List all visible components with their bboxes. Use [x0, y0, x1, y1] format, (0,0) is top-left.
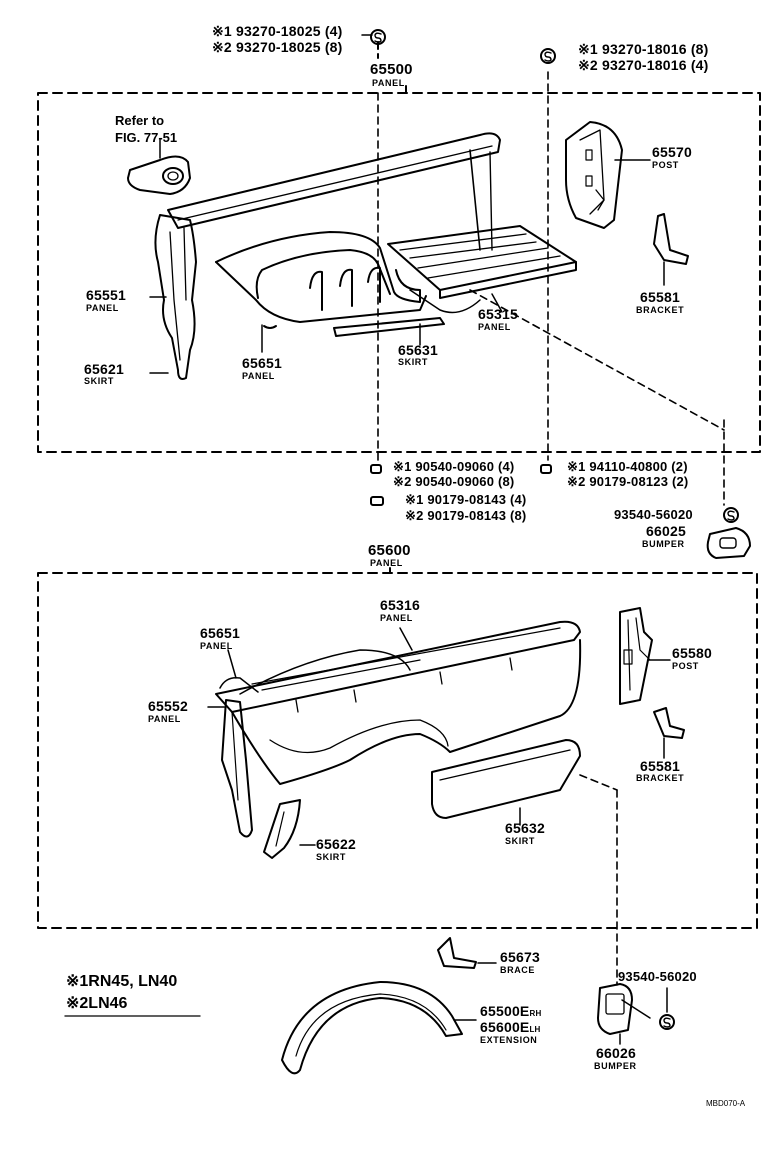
bumper-lower-code: 93540-56020 [618, 969, 697, 984]
part-65316-name: PANEL [380, 613, 413, 623]
extension-sub-2: LH [529, 1025, 541, 1034]
part-65632-number: 65632 [505, 820, 545, 836]
part-65552-number: 65552 [148, 698, 188, 714]
code-top-left-1: ※1 93270-18025 (4) [212, 23, 343, 39]
figure-code: MBD070-A [706, 1099, 746, 1108]
washer-symbols [370, 464, 552, 506]
part-65651-lower-name: PANEL [200, 641, 233, 651]
extension-number-2: 65600ELH [480, 1019, 541, 1035]
legend-line-2: ※2LN46 [66, 995, 128, 1012]
part-65631-shape [333, 317, 445, 346]
part-65581-upper-number: 65581 [640, 289, 680, 305]
lower-group-number: 65600 [368, 542, 411, 559]
code-top-right-1: ※1 93270-18016 (8) [578, 41, 709, 57]
part-65551-shape [149, 214, 197, 380]
part-65651-lower-shape [219, 649, 259, 693]
bumper-upper-code: 93540-56020 [614, 507, 693, 522]
part-65552-shape [207, 699, 253, 838]
part-65570-number: 65570 [652, 144, 692, 160]
part-65316-number: 65316 [380, 597, 420, 613]
part-65631-name: SKIRT [398, 357, 428, 367]
part-65551-name: PANEL [86, 303, 119, 313]
code-bottom-left-3: ※1 90179-08143 (4) [405, 492, 527, 507]
code-top-left-2: ※2 93270-18025 (8) [212, 39, 343, 55]
part-65315-shape [387, 225, 577, 314]
nut-symbol-top-left [370, 29, 386, 45]
part-65552-name: PANEL [148, 714, 181, 724]
part-65673-number: 65673 [500, 949, 540, 965]
part-65651-upper-name: PANEL [242, 371, 275, 381]
code-bottom-left-4: ※2 90179-08143 (8) [405, 508, 527, 523]
part-65580-shape [619, 607, 671, 705]
part-65651-upper-number: 65651 [242, 355, 282, 371]
part-65651-upper-shape [215, 231, 427, 353]
part-66026-name: BUMPER [594, 1061, 637, 1071]
upper-rail [167, 132, 501, 251]
part-65316-shape [215, 620, 582, 785]
part-65570-shape [565, 121, 651, 229]
lower-group-name: PANEL [370, 558, 403, 568]
part-65622-shape [263, 799, 316, 859]
part-65622-number: 65622 [316, 836, 356, 852]
part-65581-upper-name: BRACKET [636, 305, 685, 315]
upper-group-frame [37, 92, 761, 453]
part-65622-name: SKIRT [316, 852, 346, 862]
part-65580-name: POST [672, 661, 699, 671]
part-65581-upper-shape [653, 213, 689, 286]
ref-part [127, 139, 191, 195]
refer-fig-text: FIG. 77-51 [115, 130, 178, 145]
upper-group-number: 65500 [370, 61, 413, 78]
part-65581-lower-name: BRACKET [636, 773, 685, 783]
extension-name: EXTENSION [480, 1035, 538, 1045]
part-66026-number: 66026 [596, 1045, 636, 1061]
part-65673-shape [437, 937, 497, 969]
extension-number-1: 65500ERH [480, 1003, 542, 1019]
part-65621-number: 65621 [84, 361, 124, 377]
part-65580-number: 65580 [672, 645, 712, 661]
part-65621-name: SKIRT [84, 376, 114, 386]
legend-line-1: ※1RN45, LN40 [66, 973, 178, 990]
refer-to-text: Refer to [115, 113, 165, 128]
part-65315-number: 65315 [478, 306, 518, 322]
part-66025-shape [706, 507, 751, 559]
part-66025-number: 66025 [646, 523, 686, 539]
code-bottom-left-1: ※1 90540-09060 (4) [393, 459, 515, 474]
code-bottom-right-2: ※2 90179-08123 (2) [567, 474, 689, 489]
code-top-right-2: ※2 93270-18016 (4) [578, 57, 709, 73]
part-extension-shape [281, 981, 477, 1075]
part-65632-name: SKIRT [505, 836, 535, 846]
part-65631-number: 65631 [398, 342, 438, 358]
extension-sub-1: RH [529, 1009, 542, 1018]
part-65551-number: 65551 [86, 287, 126, 303]
part-65315-name: PANEL [478, 322, 511, 332]
part-65570-name: POST [652, 160, 679, 170]
part-65632-shape [431, 739, 581, 826]
upper-group-name: PANEL [372, 78, 405, 88]
part-65581-lower-shape [653, 707, 685, 759]
code-bottom-right-1: ※1 94110-40800 (2) [567, 459, 688, 474]
part-65651-lower-number: 65651 [200, 625, 240, 641]
part-66026-shape [597, 983, 675, 1045]
lower-group-frame [37, 572, 758, 929]
part-65581-lower-number: 65581 [640, 758, 680, 774]
nut-symbol-top-right [540, 48, 556, 64]
part-66025-name: BUMPER [642, 539, 685, 549]
part-65673-name: BRACE [500, 965, 536, 975]
code-bottom-left-2: ※2 90540-09060 (8) [393, 474, 515, 489]
